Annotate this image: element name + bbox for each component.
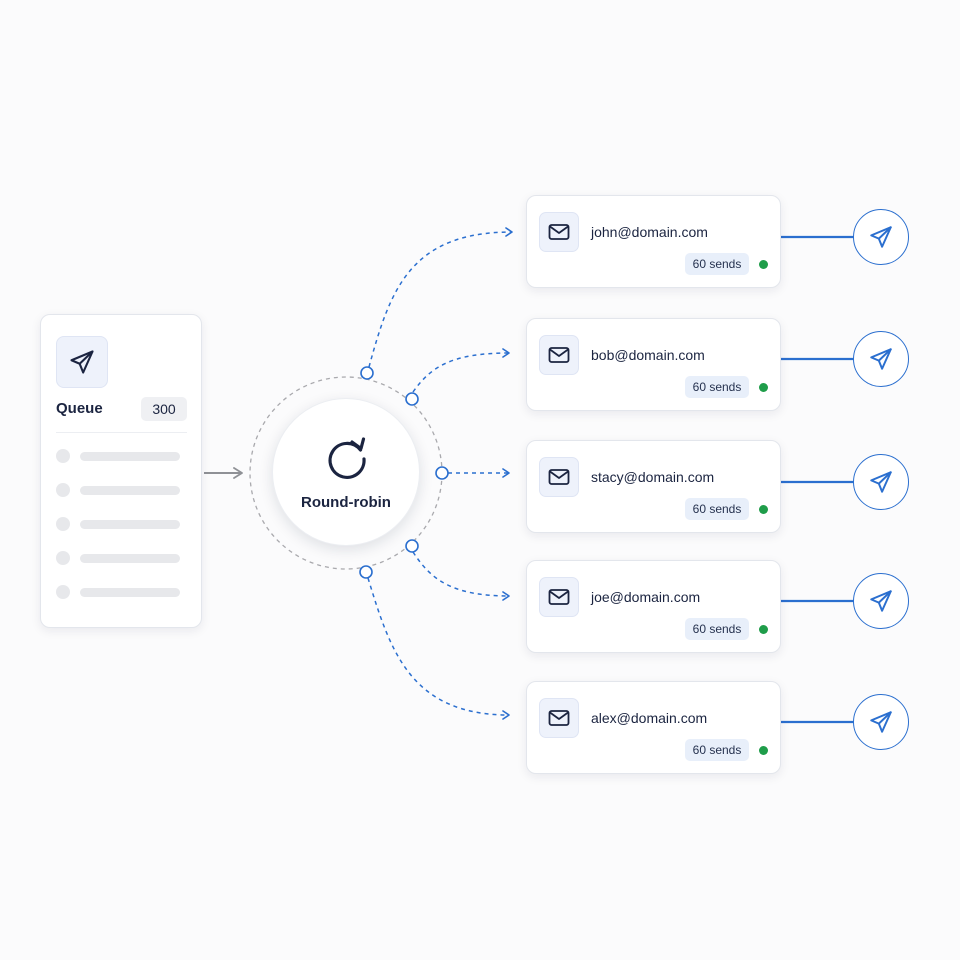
send-button[interactable] <box>853 209 909 265</box>
ring-node <box>405 392 419 406</box>
sends-badge: 60 sends <box>685 739 749 761</box>
envelope-icon <box>548 589 570 605</box>
mail-icon-box <box>539 457 579 497</box>
sender-card[interactable]: stacy@domain.com 60 sends <box>526 440 781 533</box>
queue-divider <box>56 432 187 433</box>
queue-placeholder-row <box>56 483 186 497</box>
queue-placeholder-row <box>56 517 186 531</box>
route-path <box>367 577 510 720</box>
route-path <box>412 551 510 601</box>
status-dot <box>759 505 768 514</box>
paper-plane-icon <box>870 348 892 370</box>
ring-node <box>360 366 374 380</box>
sender-card[interactable]: joe@domain.com 60 sends <box>526 560 781 653</box>
status-dot <box>759 383 768 392</box>
queue-count-badge: 300 <box>141 397 187 421</box>
queue-placeholder-row <box>56 551 186 565</box>
ring-node <box>435 466 449 480</box>
paper-plane-icon <box>870 590 892 612</box>
sends-badge: 60 sends <box>685 498 749 520</box>
sender-card[interactable]: john@domain.com 60 sends <box>526 195 781 288</box>
round-robin-hub: Round-robin <box>272 398 420 546</box>
sends-badge: 60 sends <box>685 253 749 275</box>
queue-title: Queue <box>56 400 103 417</box>
sender-card[interactable]: alex@domain.com 60 sends <box>526 681 781 774</box>
route-path <box>368 227 513 368</box>
sends-badge: 60 sends <box>685 376 749 398</box>
status-dot <box>759 260 768 269</box>
sender-email: alex@domain.com <box>591 710 708 726</box>
envelope-icon <box>548 224 570 240</box>
ring-node <box>359 565 373 579</box>
queue-panel: Queue 300 <box>40 314 202 628</box>
status-dot <box>759 746 768 755</box>
mail-icon-box <box>539 212 579 252</box>
hub-label: Round-robin <box>301 494 391 511</box>
queue-icon-box <box>56 336 108 388</box>
send-button[interactable] <box>853 694 909 750</box>
sender-email: john@domain.com <box>591 224 708 240</box>
sends-badge: 60 sends <box>685 618 749 640</box>
queue-placeholder-row <box>56 585 186 599</box>
envelope-icon <box>548 710 570 726</box>
paper-plane-icon <box>870 711 892 733</box>
mail-icon-box <box>539 698 579 738</box>
paper-plane-icon <box>870 471 892 493</box>
sender-email: bob@domain.com <box>591 347 705 363</box>
paper-plane-icon <box>70 350 94 374</box>
mail-icon-box <box>539 577 579 617</box>
sender-email: joe@domain.com <box>591 589 701 605</box>
sender-email: stacy@domain.com <box>591 469 715 485</box>
route-path <box>412 348 510 393</box>
mail-icon-box <box>539 335 579 375</box>
send-button[interactable] <box>853 454 909 510</box>
envelope-icon <box>548 469 570 485</box>
ring-node <box>405 539 419 553</box>
envelope-icon <box>548 347 570 363</box>
status-dot <box>759 625 768 634</box>
refresh-icon <box>328 437 366 479</box>
sender-card[interactable]: bob@domain.com 60 sends <box>526 318 781 411</box>
queue-placeholder-row <box>56 449 186 463</box>
send-button[interactable] <box>853 573 909 629</box>
paper-plane-icon <box>870 226 892 248</box>
send-button[interactable] <box>853 331 909 387</box>
